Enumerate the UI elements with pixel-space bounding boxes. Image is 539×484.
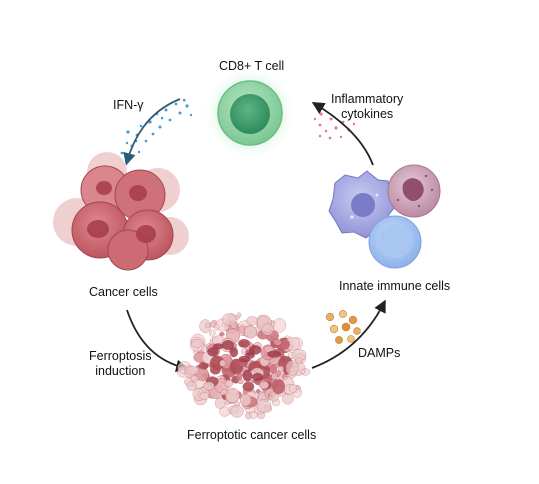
ferroptotic-to-innate-arrow — [311, 299, 386, 369]
cytokine-arrow — [311, 102, 374, 166]
inflammatory-cytokines-label: Inflammatory cytokines — [331, 92, 404, 121]
ferroptotic-cancer-cells-icon — [176, 312, 311, 420]
cd8-t-cell-label: CD8+ T cell — [219, 59, 285, 73]
damps-dots-icon — [325, 310, 361, 344]
ferroptosis-induction-label: Ferroptosis induction — [89, 349, 152, 378]
ifn-gamma-label: IFN-γ — [113, 98, 144, 112]
cancer-cells-label: Cancer cells — [89, 285, 158, 299]
innate-immune-cells-label: Innate immune cells — [339, 279, 451, 293]
innate-immune-cells-icon — [328, 164, 441, 269]
ifn-gamma-arrow — [123, 98, 181, 166]
cancer-to-ferroptotic-arrow — [126, 309, 189, 373]
cd8-t-cell-icon — [202, 65, 298, 161]
ferroptotic-cancer-cells-label: Ferroptotic cancer cells — [187, 428, 317, 442]
damps-label: DAMPs — [358, 346, 401, 360]
cancer-cells-icon — [53, 152, 189, 271]
